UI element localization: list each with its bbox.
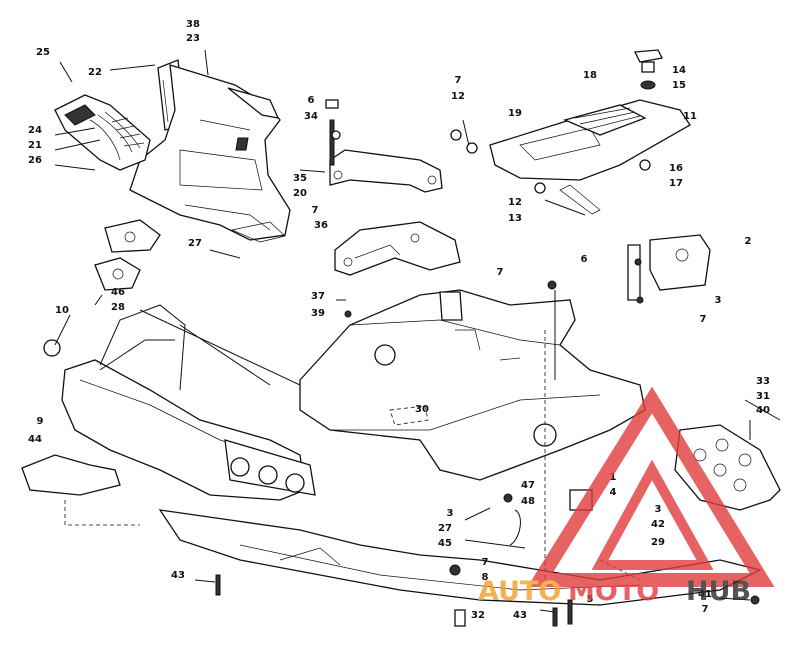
watermark-hub: HUB bbox=[686, 576, 751, 607]
callout-label: 47 bbox=[521, 480, 535, 491]
callout-label: 27 bbox=[438, 523, 452, 534]
callout-label: 30 bbox=[415, 404, 429, 415]
air-intake-duct bbox=[54, 94, 151, 171]
callout-label: 46 bbox=[111, 287, 125, 298]
callout-label: 41 bbox=[698, 589, 712, 600]
callout-label: 5 bbox=[587, 594, 594, 605]
callout-label: 14 bbox=[672, 65, 686, 76]
callout-label: 25 bbox=[36, 47, 50, 58]
callout-label: 38 bbox=[186, 19, 200, 30]
belly-pan bbox=[158, 509, 762, 606]
callout-label: 31 bbox=[756, 391, 770, 402]
callout-label: 33 bbox=[756, 376, 770, 387]
callout-label: 37 bbox=[311, 291, 325, 302]
callout-label: 34 bbox=[304, 111, 318, 122]
callout-label: 19 bbox=[508, 108, 522, 119]
callout-label: 26 bbox=[28, 155, 42, 166]
callout-label: 18 bbox=[583, 70, 597, 81]
callout-label: 20 bbox=[293, 188, 307, 199]
front-bumper bbox=[61, 304, 316, 501]
callout-label: 8 bbox=[482, 572, 489, 583]
callout-label: 43 bbox=[513, 610, 527, 621]
callout-label: 6 bbox=[308, 95, 315, 106]
callout-label: 1 bbox=[610, 472, 617, 483]
callout-label: 29 bbox=[651, 537, 665, 548]
callout-label: 21 bbox=[28, 140, 42, 151]
callout-label: 35 bbox=[293, 173, 307, 184]
callout-label: 43 bbox=[171, 570, 185, 581]
callout-label: 16 bbox=[669, 163, 683, 174]
callout-label: 7 bbox=[482, 557, 489, 568]
callout-label: 23 bbox=[186, 33, 200, 44]
callout-label: 40 bbox=[756, 405, 770, 416]
callout-label: 7 bbox=[312, 205, 319, 216]
callout-label: 12 bbox=[508, 197, 522, 208]
callout-label: 32 bbox=[471, 610, 485, 621]
callout-label: 44 bbox=[28, 434, 42, 445]
heat-shield bbox=[334, 221, 461, 276]
callout-label: 17 bbox=[669, 178, 683, 189]
callout-label: 39 bbox=[311, 308, 325, 319]
watermark-moto: MOTO bbox=[568, 576, 659, 607]
callout-label: 28 bbox=[111, 302, 125, 313]
callout-label: 3 bbox=[655, 504, 662, 515]
callout-label: 22 bbox=[88, 67, 102, 78]
callout-label: 2 bbox=[745, 236, 752, 247]
steering-bracket bbox=[325, 99, 443, 193]
callout-label: 36 bbox=[314, 220, 328, 231]
mud-flap bbox=[21, 454, 121, 496]
front-cowl-assembly bbox=[129, 59, 291, 243]
callout-label: 3 bbox=[715, 295, 722, 306]
fuel-cap bbox=[633, 49, 663, 90]
callout-labels: 3823252224212663435207273646281037397121… bbox=[28, 19, 770, 621]
callout-label: 12 bbox=[451, 91, 465, 102]
watermark-auto: AUTO bbox=[478, 576, 561, 607]
callout-label: 7 bbox=[702, 604, 709, 615]
callout-label: 3 bbox=[447, 508, 454, 519]
callout-label: 4 bbox=[610, 487, 617, 498]
callout-label: 48 bbox=[521, 496, 535, 507]
callout-label: 6 bbox=[581, 254, 588, 265]
main-chassis bbox=[299, 289, 646, 481]
callout-label: 7 bbox=[455, 75, 462, 86]
callout-label: 7 bbox=[497, 267, 504, 278]
seat-pad bbox=[450, 99, 691, 216]
plate-left bbox=[94, 219, 161, 291]
callout-label: 27 bbox=[188, 238, 202, 249]
watermark-logo: AUTO MOTO HUB bbox=[478, 386, 775, 607]
callout-label: 13 bbox=[508, 213, 522, 224]
callout-label: 15 bbox=[672, 80, 686, 91]
callout-label: 7 bbox=[700, 314, 707, 325]
callout-label: 42 bbox=[651, 519, 665, 530]
callout-label: 11 bbox=[683, 111, 697, 122]
callout-label: 9 bbox=[37, 416, 44, 427]
callout-label: 10 bbox=[55, 305, 69, 316]
callout-label: 45 bbox=[438, 538, 452, 549]
mounting-bracket-right bbox=[627, 234, 711, 304]
callout-label: 24 bbox=[28, 125, 42, 136]
